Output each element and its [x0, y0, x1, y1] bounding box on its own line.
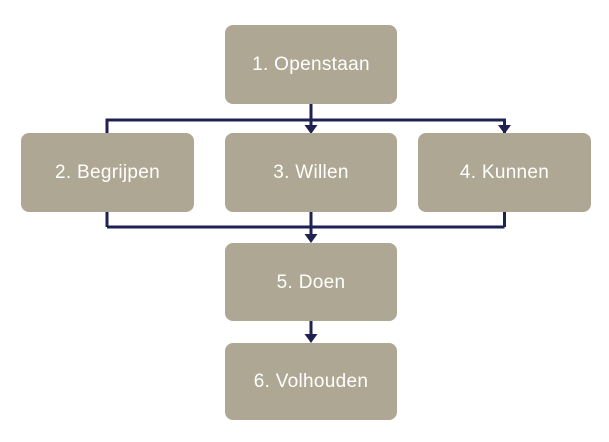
node-begrijpen: 2. Begrijpen [21, 133, 194, 212]
node-willen: 3. Willen [225, 133, 397, 212]
node-willen-label: 3. Willen [273, 162, 349, 183]
arrow-down-icon [304, 125, 318, 134]
arrow-down-icon [304, 334, 318, 343]
node-doen-label: 5. Doen [276, 271, 346, 293]
node-doen: 5. Doen [225, 243, 397, 321]
node-openstaan-label: 1. Openstaan [252, 54, 370, 75]
node-volhouden-label: 6. Volhouden [253, 371, 369, 392]
node-kunnen-label: 4. Kunnen [459, 162, 550, 183]
node-volhouden: 6. Volhouden [225, 343, 397, 420]
node-openstaan: 1. Openstaan [225, 25, 397, 104]
arrow-down-icon [304, 234, 318, 243]
arrow-down-icon [498, 125, 511, 134]
node-kunnen: 4. Kunnen [418, 133, 591, 212]
node-begrijpen-label: 2. Begrijpen [54, 162, 160, 183]
